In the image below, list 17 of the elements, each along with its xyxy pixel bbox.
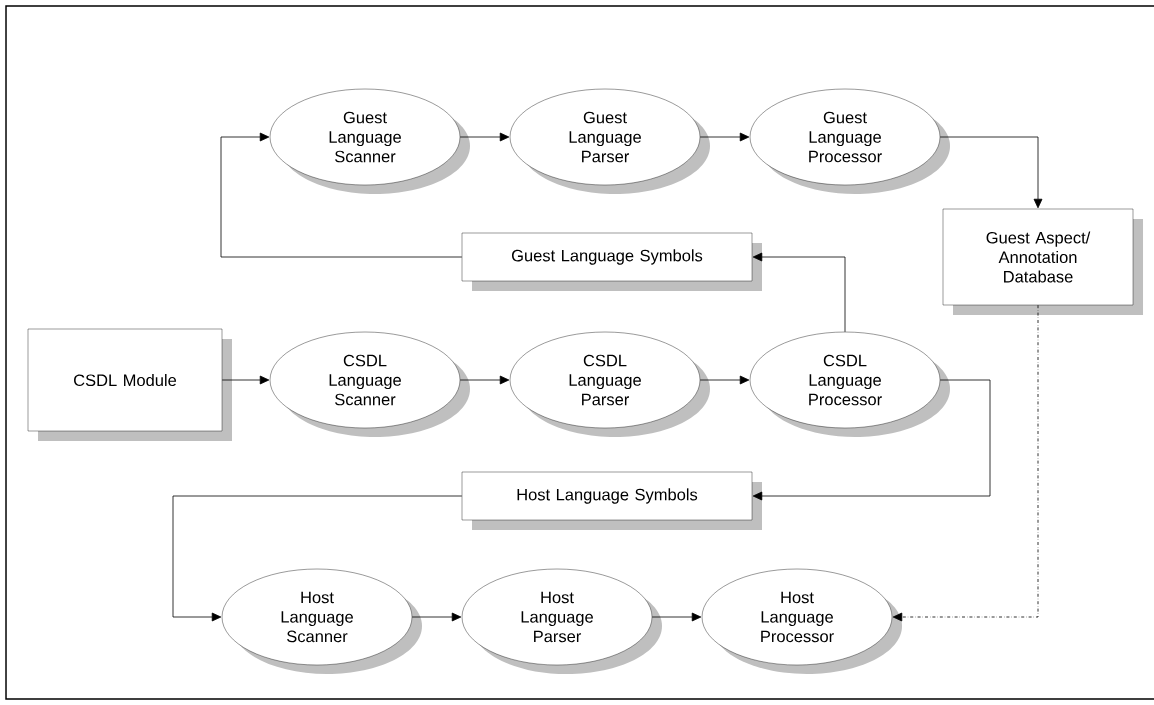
arrow bbox=[221, 375, 270, 385]
arrow bbox=[459, 132, 510, 142]
process-box: Guest Language Symbols bbox=[461, 232, 762, 291]
process-box: CSDL Module bbox=[27, 328, 232, 441]
arrow bbox=[651, 612, 702, 622]
process-box: Guest Aspect/ Annotation Database bbox=[942, 208, 1143, 315]
arrow bbox=[752, 379, 991, 501]
arrow bbox=[699, 375, 750, 385]
arrow bbox=[459, 375, 510, 385]
arrow bbox=[172, 495, 463, 622]
arrow bbox=[752, 252, 846, 333]
arrow bbox=[411, 612, 462, 622]
arrow bbox=[220, 132, 463, 258]
process-box: Host Language Symbols bbox=[461, 471, 762, 530]
arrow bbox=[892, 304, 1039, 622]
arrow bbox=[939, 136, 1043, 209]
arrow bbox=[699, 132, 750, 142]
